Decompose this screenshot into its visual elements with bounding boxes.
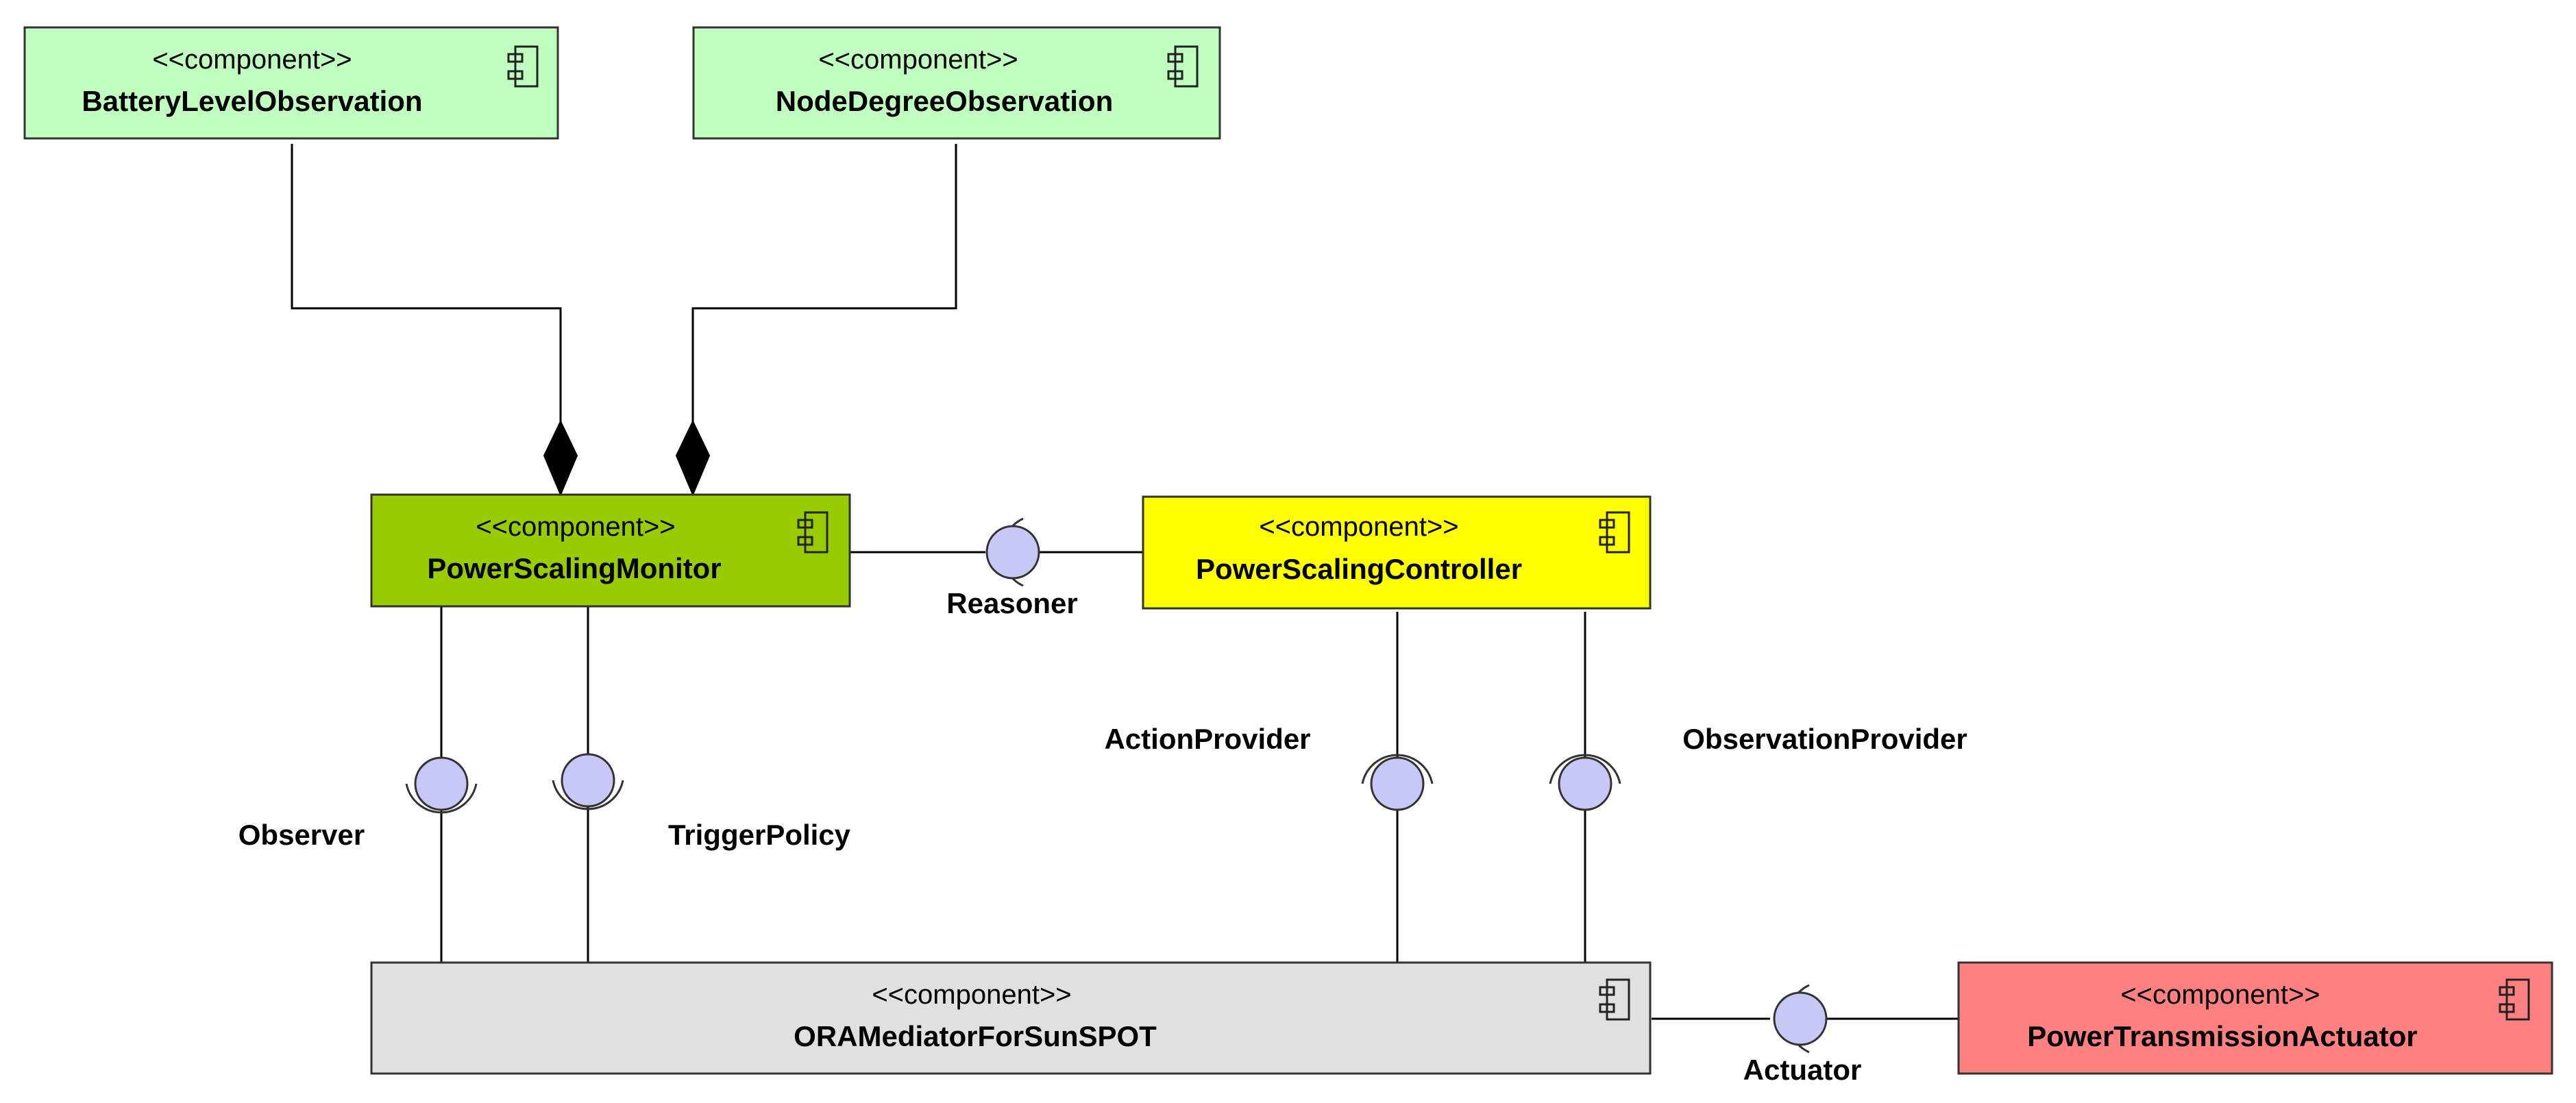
stereotype-label: <<component>> (152, 45, 352, 75)
component-ora-mediator[interactable]: <<component>> ORAMediatorForSunSPOT (370, 961, 1652, 1075)
stereotype-label: <<component>> (476, 512, 675, 542)
component-icon (507, 45, 539, 88)
interface-label-action-provider: ActionProvider (1104, 723, 1310, 755)
socket-icon (405, 783, 478, 814)
interface-label-actuator: Actuator (1743, 1054, 1862, 1086)
lollipop-icon (1370, 756, 1425, 811)
filled-diamond-icon (543, 419, 578, 497)
stereotype-label: <<component>> (872, 980, 1071, 1010)
interface-label-trigger-policy: TriggerPolicy (668, 819, 851, 851)
interface-label-observation-provider: ObservationProvider (1682, 723, 1967, 755)
interface-observation-provider[interactable] (1549, 754, 1621, 811)
interface-observer[interactable] (405, 756, 478, 814)
component-icon (2499, 978, 2530, 1021)
component-node-degree-observation[interactable]: <<component>> NodeDegreeObservation (692, 26, 1221, 140)
component-name: ORAMediatorForSunSPOT (794, 1020, 1157, 1052)
connectors (291, 144, 1959, 1020)
component-icon (1599, 978, 1630, 1021)
component-name: PowerScalingController (1196, 553, 1522, 585)
component-power-scaling-controller[interactable]: <<component>> PowerScalingController (1142, 495, 1652, 610)
filled-diamond-icon (675, 419, 711, 497)
lollipop-icon (414, 756, 469, 811)
socket-icon (1361, 754, 1434, 784)
stereotype-label: <<component>> (2120, 980, 2320, 1010)
interface-actuator[interactable] (1773, 984, 1828, 1054)
component-battery-level-observation[interactable]: <<component>> BatteryLevelObservation (23, 26, 559, 140)
lollipop-icon (561, 753, 615, 808)
composition-nodedegree-monitor[interactable] (691, 144, 957, 459)
stereotype-label: <<component>> (1259, 512, 1458, 542)
interface-label-reasoner: Reasoner (946, 587, 1077, 619)
lollipop-icon (1558, 756, 1612, 811)
component-icon (1599, 511, 1630, 554)
composition-battery-monitor[interactable] (291, 144, 562, 459)
socket-icon (1549, 754, 1621, 784)
lollipop-icon (985, 525, 1040, 580)
stereotype-label: <<component>> (818, 45, 1018, 75)
component-power-scaling-monitor[interactable]: <<component>> PowerScalingMonitor (370, 493, 851, 608)
component-name: PowerScalingMonitor (427, 552, 721, 584)
interface-label-observer: Observer (238, 819, 365, 851)
component-name: BatteryLevelObservation (82, 85, 422, 117)
lollipop-icon (1773, 991, 1828, 1046)
component-icon (1167, 45, 1199, 88)
component-icon (797, 511, 829, 554)
component-name: PowerTransmissionActuator (2027, 1020, 2417, 1052)
interface-action-provider[interactable] (1361, 754, 1434, 811)
component-name: NodeDegreeObservation (776, 85, 1113, 117)
interface-trigger-policy[interactable] (552, 753, 624, 810)
interface-reasoner[interactable] (985, 517, 1040, 587)
component-power-transmission-actuator[interactable]: <<component>> PowerTransmissionActuator (1957, 961, 2553, 1075)
socket-icon (552, 780, 624, 810)
